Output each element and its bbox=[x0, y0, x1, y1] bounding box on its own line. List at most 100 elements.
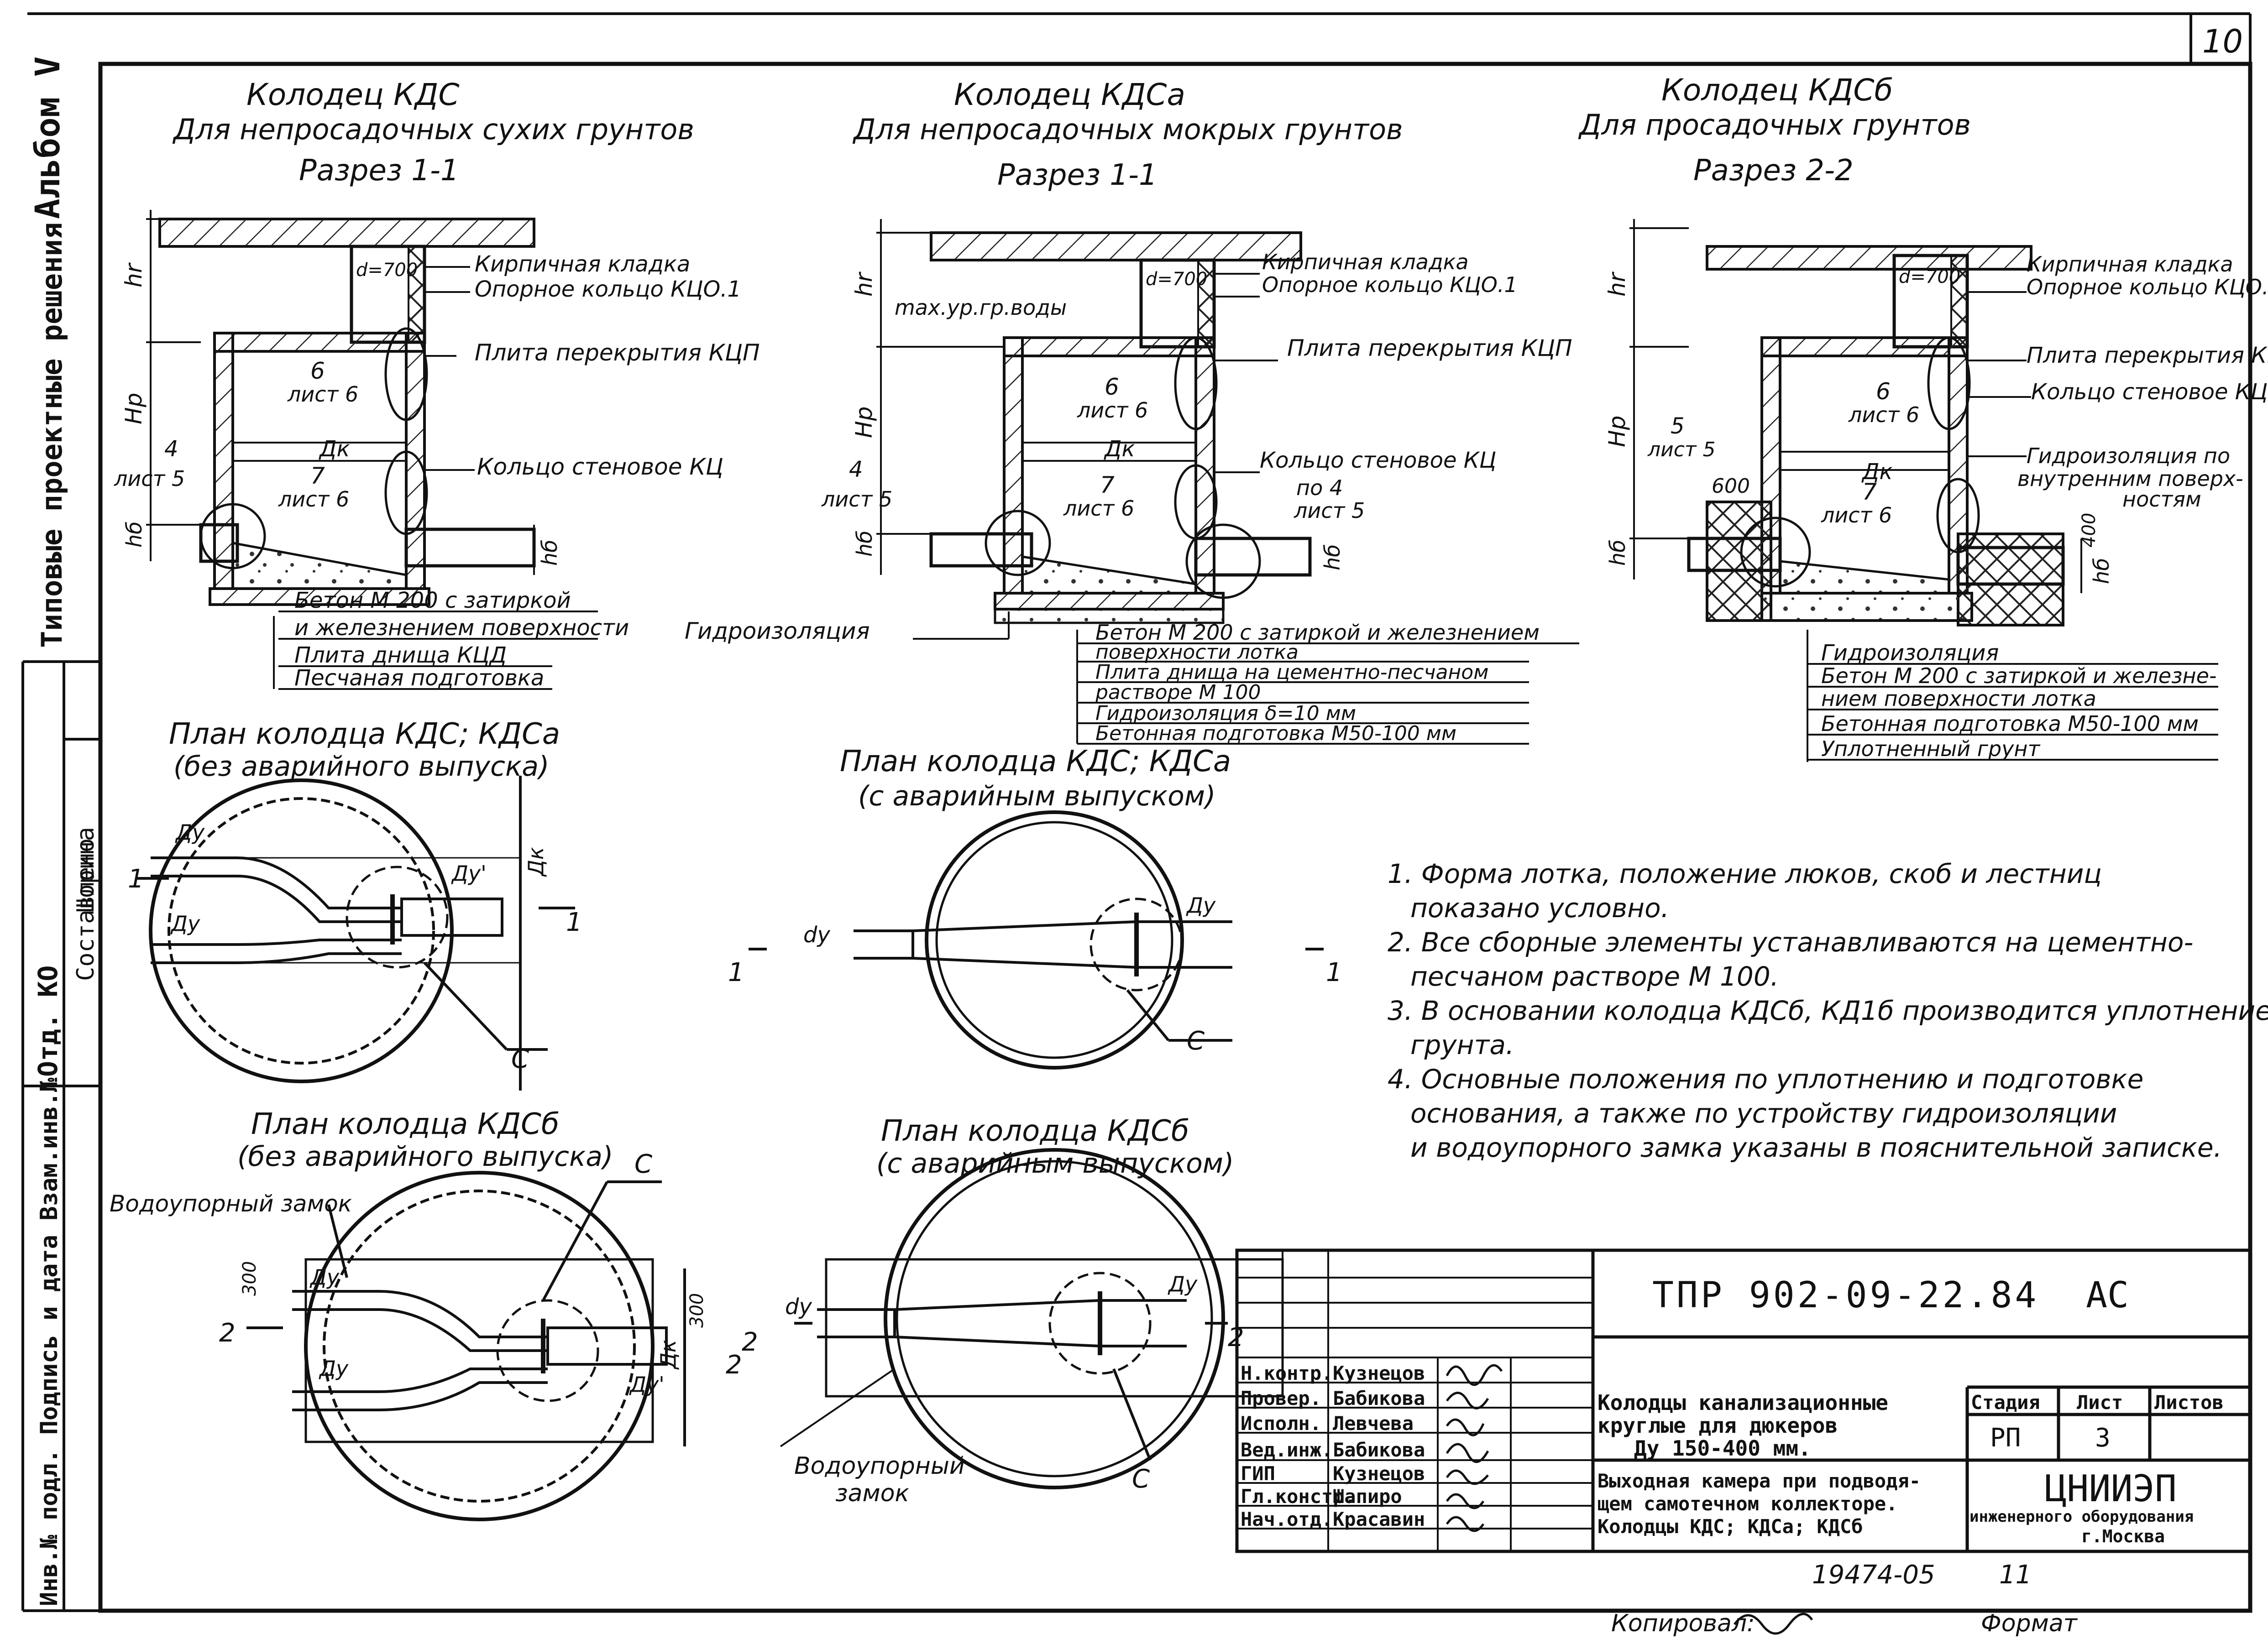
staff-role-1: Н.контр. bbox=[1241, 1362, 1333, 1384]
s1-l5: лист 5 bbox=[114, 466, 185, 491]
staff-name-4: Бабикова bbox=[1333, 1439, 1425, 1461]
title-kdsb-section: Разрез 2-2 bbox=[1693, 154, 1854, 188]
p2-dy: dу bbox=[803, 922, 830, 948]
p3-c-top: С bbox=[634, 1149, 652, 1179]
plan-3: План колодца КДСб (без аварийного выпуск… bbox=[110, 1107, 742, 1521]
notes: 1. Форма лотка, положение люков, скоб и … bbox=[1388, 858, 2268, 1163]
s2-legend: Бетон М 200 с затиркой и железнением пов… bbox=[1077, 620, 1579, 745]
s1-stena: Кольцо стеновое КЦ bbox=[477, 454, 723, 480]
s2-legend-3: Плита днища на цементно-песчаном bbox=[1095, 661, 1488, 684]
p1-title: План колодца КДС; КДСа bbox=[169, 717, 560, 751]
note-3b: грунта. bbox=[1410, 1029, 1514, 1060]
staff-name-6: Шапиро bbox=[1333, 1485, 1402, 1508]
staff-name-7: Красавин bbox=[1333, 1508, 1425, 1530]
note-4a: 4. Основные положения по уплотнению и по… bbox=[1388, 1064, 2143, 1095]
p3-z300b: 300 bbox=[686, 1293, 707, 1328]
s3-legend-5: Уплотненный грунт bbox=[1821, 736, 2040, 761]
p2-title: План колодца КДС; КДСа bbox=[840, 745, 1231, 778]
s3-legend-1: Гидроизоляция bbox=[1821, 640, 1999, 666]
note-1a: 1. Форма лотка, положение люков, скоб и … bbox=[1388, 858, 2102, 889]
s2-ground bbox=[930, 231, 1302, 261]
s2-base bbox=[994, 592, 1225, 611]
s3-hydro-in: Гидроизоляция по bbox=[2027, 444, 2230, 468]
s1-dk: Дк bbox=[319, 436, 350, 462]
title-kdsb: Колодец КДСб Для просадочных грунтов Раз… bbox=[1578, 73, 1971, 188]
stamp-stage: РП bbox=[1990, 1423, 2021, 1453]
bottom-copied: Копировал: bbox=[1611, 1610, 1755, 1637]
section-kds: hr Hp hб hб d=700 Кирпичная кладка Опорн… bbox=[114, 210, 760, 691]
s2-legend-1: Бетон М 200 с затиркой и железнением bbox=[1095, 620, 1540, 645]
p3-du-top: Ду bbox=[309, 1265, 340, 1289]
s3-detail-ellipse bbox=[1927, 336, 1971, 430]
stamp-code: ТПР 902-09-22.84 bbox=[1652, 1275, 2039, 1316]
staff-name-3: Левчева bbox=[1333, 1412, 1414, 1435]
stamp-sheet-h: Лист bbox=[2077, 1391, 2123, 1414]
p2-s1-left: 1 bbox=[728, 958, 744, 987]
s3-dk: Дк bbox=[1861, 459, 1893, 485]
s1-legend-2: и железнением поверхности bbox=[294, 615, 629, 641]
s1-hp: Hp bbox=[120, 393, 147, 424]
s2-l5: лист 5 bbox=[821, 487, 892, 512]
staff-role-7: Нач.отд. bbox=[1241, 1508, 1333, 1530]
stamp-org1: ЦНИИЭП bbox=[2045, 1467, 2177, 1510]
note-2a: 2. Все сборные элементы устанавливаются … bbox=[1388, 927, 2193, 958]
stamp-staff: Н.контр. Кузнецов Провер. Бабикова Испол… bbox=[1241, 1362, 1425, 1530]
stamp-title-3: Ду 150-400 мм. bbox=[1634, 1436, 1811, 1461]
side-shorina: Шорина bbox=[72, 827, 100, 913]
p4-du: Ду bbox=[1168, 1272, 1198, 1296]
staff-role-4: Вед.инж. bbox=[1241, 1439, 1333, 1461]
bottom-page: 11 bbox=[1999, 1560, 2032, 1590]
s2-list5: лист 5 bbox=[1294, 498, 1365, 523]
p3-dk: Дк bbox=[656, 1340, 681, 1370]
s3-ground bbox=[1706, 245, 2032, 271]
s3-l7: лист 6 bbox=[1821, 503, 1892, 527]
stamp-title-1: Колодцы канализационные bbox=[1598, 1390, 1888, 1415]
s3-l6: лист 6 bbox=[1848, 402, 1919, 427]
s3-d700: d=700 bbox=[1899, 266, 1960, 287]
s3-n7: 7 bbox=[1862, 479, 1877, 505]
p4-dy: dу bbox=[785, 1294, 812, 1320]
s2-left-wall bbox=[1003, 336, 1024, 595]
title-kds-section: Разрез 1-1 bbox=[299, 154, 459, 188]
s3-kolco: Опорное кольцо КЦО.1 bbox=[2027, 275, 2268, 299]
s1-d700: d=700 bbox=[356, 260, 418, 281]
p4-c: С bbox=[1132, 1464, 1150, 1494]
section-kdsb: hr Hp hб hб 400 600 d=700 Кирпичная клад… bbox=[1604, 219, 2268, 762]
stamp-title-2: круглые для дюкеров bbox=[1598, 1413, 1838, 1438]
side-sostavlen: Составлено bbox=[72, 838, 100, 981]
signatures bbox=[1446, 1364, 1503, 1532]
staff-role-2: Провер. bbox=[1241, 1387, 1321, 1409]
plan-1: План колодца КДС; КДСа (без аварийного в… bbox=[128, 717, 582, 1091]
s3-detail-ellipse2 bbox=[1936, 478, 1980, 553]
title-kdsa: Колодец КДСа Для непросадочных мокрых гр… bbox=[852, 77, 1403, 192]
staff-name-5: Кузнецов bbox=[1333, 1462, 1425, 1485]
s2-base2 bbox=[994, 608, 1225, 624]
p1-c: С bbox=[511, 1044, 529, 1074]
p2-s1-right: 1 bbox=[1326, 958, 1342, 987]
s1-hb: hб bbox=[122, 521, 147, 548]
s1-hb2: hб bbox=[537, 539, 562, 566]
s2-tray bbox=[1021, 555, 1197, 595]
s2-neck-wall bbox=[1197, 259, 1215, 348]
s2-hb2: hб bbox=[1320, 544, 1345, 570]
p4-s2-left: 2 bbox=[742, 1327, 758, 1357]
s1-neck-wall bbox=[408, 245, 425, 343]
stamp-org2: инженерного оборудования bbox=[1969, 1508, 2194, 1526]
s3-detail-circle bbox=[1740, 517, 1811, 588]
bottom-format: Формат bbox=[1981, 1610, 2078, 1637]
copier-signature bbox=[1734, 1613, 1813, 1635]
p1-sub: (без аварийного выпуска) bbox=[173, 751, 549, 783]
title-kdsb-sub: Для просадочных грунтов bbox=[1578, 108, 1971, 141]
s2-hb: hб bbox=[852, 530, 877, 557]
s3-legend-2: Бетон М 200 с затиркой и железне- bbox=[1821, 663, 2217, 688]
s2-water: max.ур.гр.воды bbox=[895, 295, 1067, 320]
s1-slab bbox=[213, 332, 426, 353]
stamp-sheet-1: Выходная камера при подводя- bbox=[1598, 1470, 1921, 1492]
s2-detail-circle2 bbox=[1185, 523, 1261, 599]
s2-d700: d=700 bbox=[1146, 269, 1207, 290]
staff-role-5: ГИП bbox=[1241, 1462, 1275, 1485]
stamp-stage-h: Стадия bbox=[1971, 1391, 2040, 1414]
title-kdsb-name: Колодец КДСб bbox=[1661, 73, 1893, 108]
s2-hydro: Гидроизоляция bbox=[685, 618, 870, 644]
note-2b: песчаном растворе М 100. bbox=[1410, 961, 1779, 992]
